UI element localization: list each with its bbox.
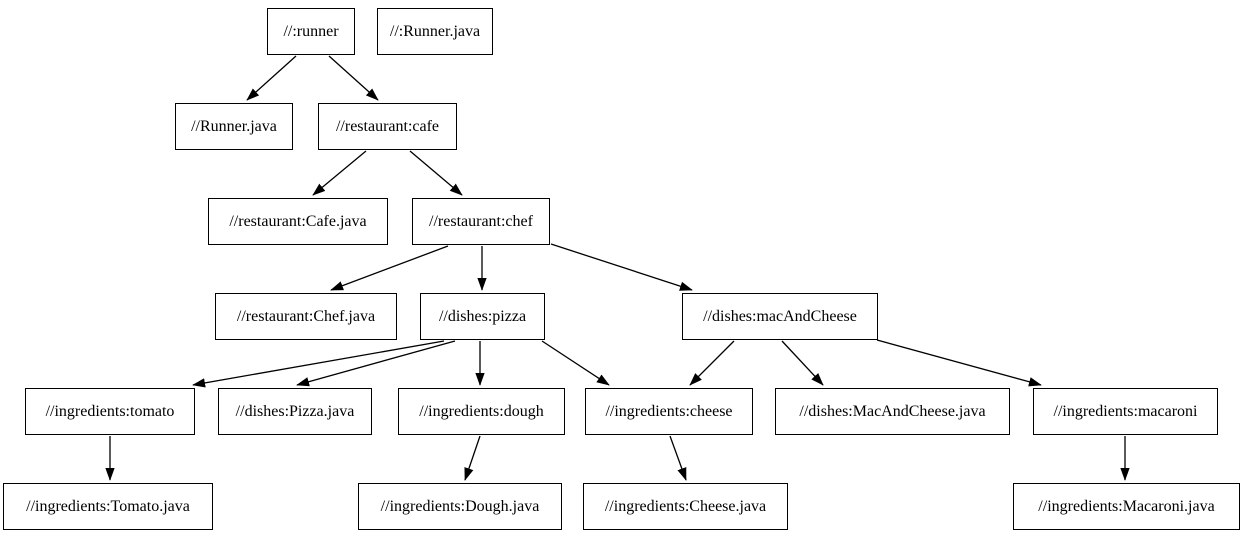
node-runner-java-root: //:Runner.java <box>377 8 493 55</box>
node-runner-java: //Runner.java <box>175 103 293 150</box>
node-dough: //ingredients:dough <box>398 388 565 435</box>
node-pizza: //dishes:pizza <box>420 293 545 340</box>
edge-pizza-to-tomato <box>192 340 445 388</box>
edge-cheese-to-cheese-java <box>669 435 687 481</box>
node-dough-java: //ingredients:Dough.java <box>358 483 562 530</box>
node-tomato: //ingredients:tomato <box>25 388 195 435</box>
node-cheese: //ingredients:cheese <box>585 388 753 435</box>
edge-cafe-to-chef <box>409 150 463 196</box>
edge-pizza-to-pizza-java <box>296 340 456 387</box>
node-cafe: //restaurant:cafe <box>318 103 457 150</box>
edge-mac-and-cheese-to-mac-and-cheese-java <box>781 340 824 386</box>
node-mac-and-cheese: //dishes:macAndCheese <box>682 293 878 340</box>
node-pizza-java: //dishes:Pizza.java <box>218 388 372 435</box>
node-cheese-java: //ingredients:Cheese.java <box>583 483 788 530</box>
node-cafe-java: //restaurant:Cafe.java <box>208 198 388 245</box>
node-tomato-java: //ingredients:Tomato.java <box>3 483 213 530</box>
edge-mac-and-cheese-to-cheese <box>689 340 735 386</box>
edge-runner-to-cafe <box>328 55 379 101</box>
edge-chef-to-mac-and-cheese <box>550 243 693 291</box>
edge-chef-to-chef-java <box>330 245 449 291</box>
edge-pizza-to-cheese <box>541 340 610 386</box>
edge-runner-to-runner-java <box>246 55 297 101</box>
node-chef-java: //restaurant:Chef.java <box>215 293 397 340</box>
edge-cafe-to-cafe-java <box>312 150 367 196</box>
node-macaroni: //ingredients:macaroni <box>1033 388 1218 435</box>
edge-dough-to-dough-java <box>464 435 481 481</box>
node-chef: //restaurant:chef <box>412 198 550 245</box>
edge-mac-and-cheese-to-macaroni <box>876 339 1042 387</box>
node-macaroni-java: //ingredients:Macaroni.java <box>1013 483 1240 530</box>
node-mac-and-cheese-java: //dishes:MacAndCheese.java <box>775 388 1010 435</box>
node-runner: //:runner <box>267 8 355 55</box>
